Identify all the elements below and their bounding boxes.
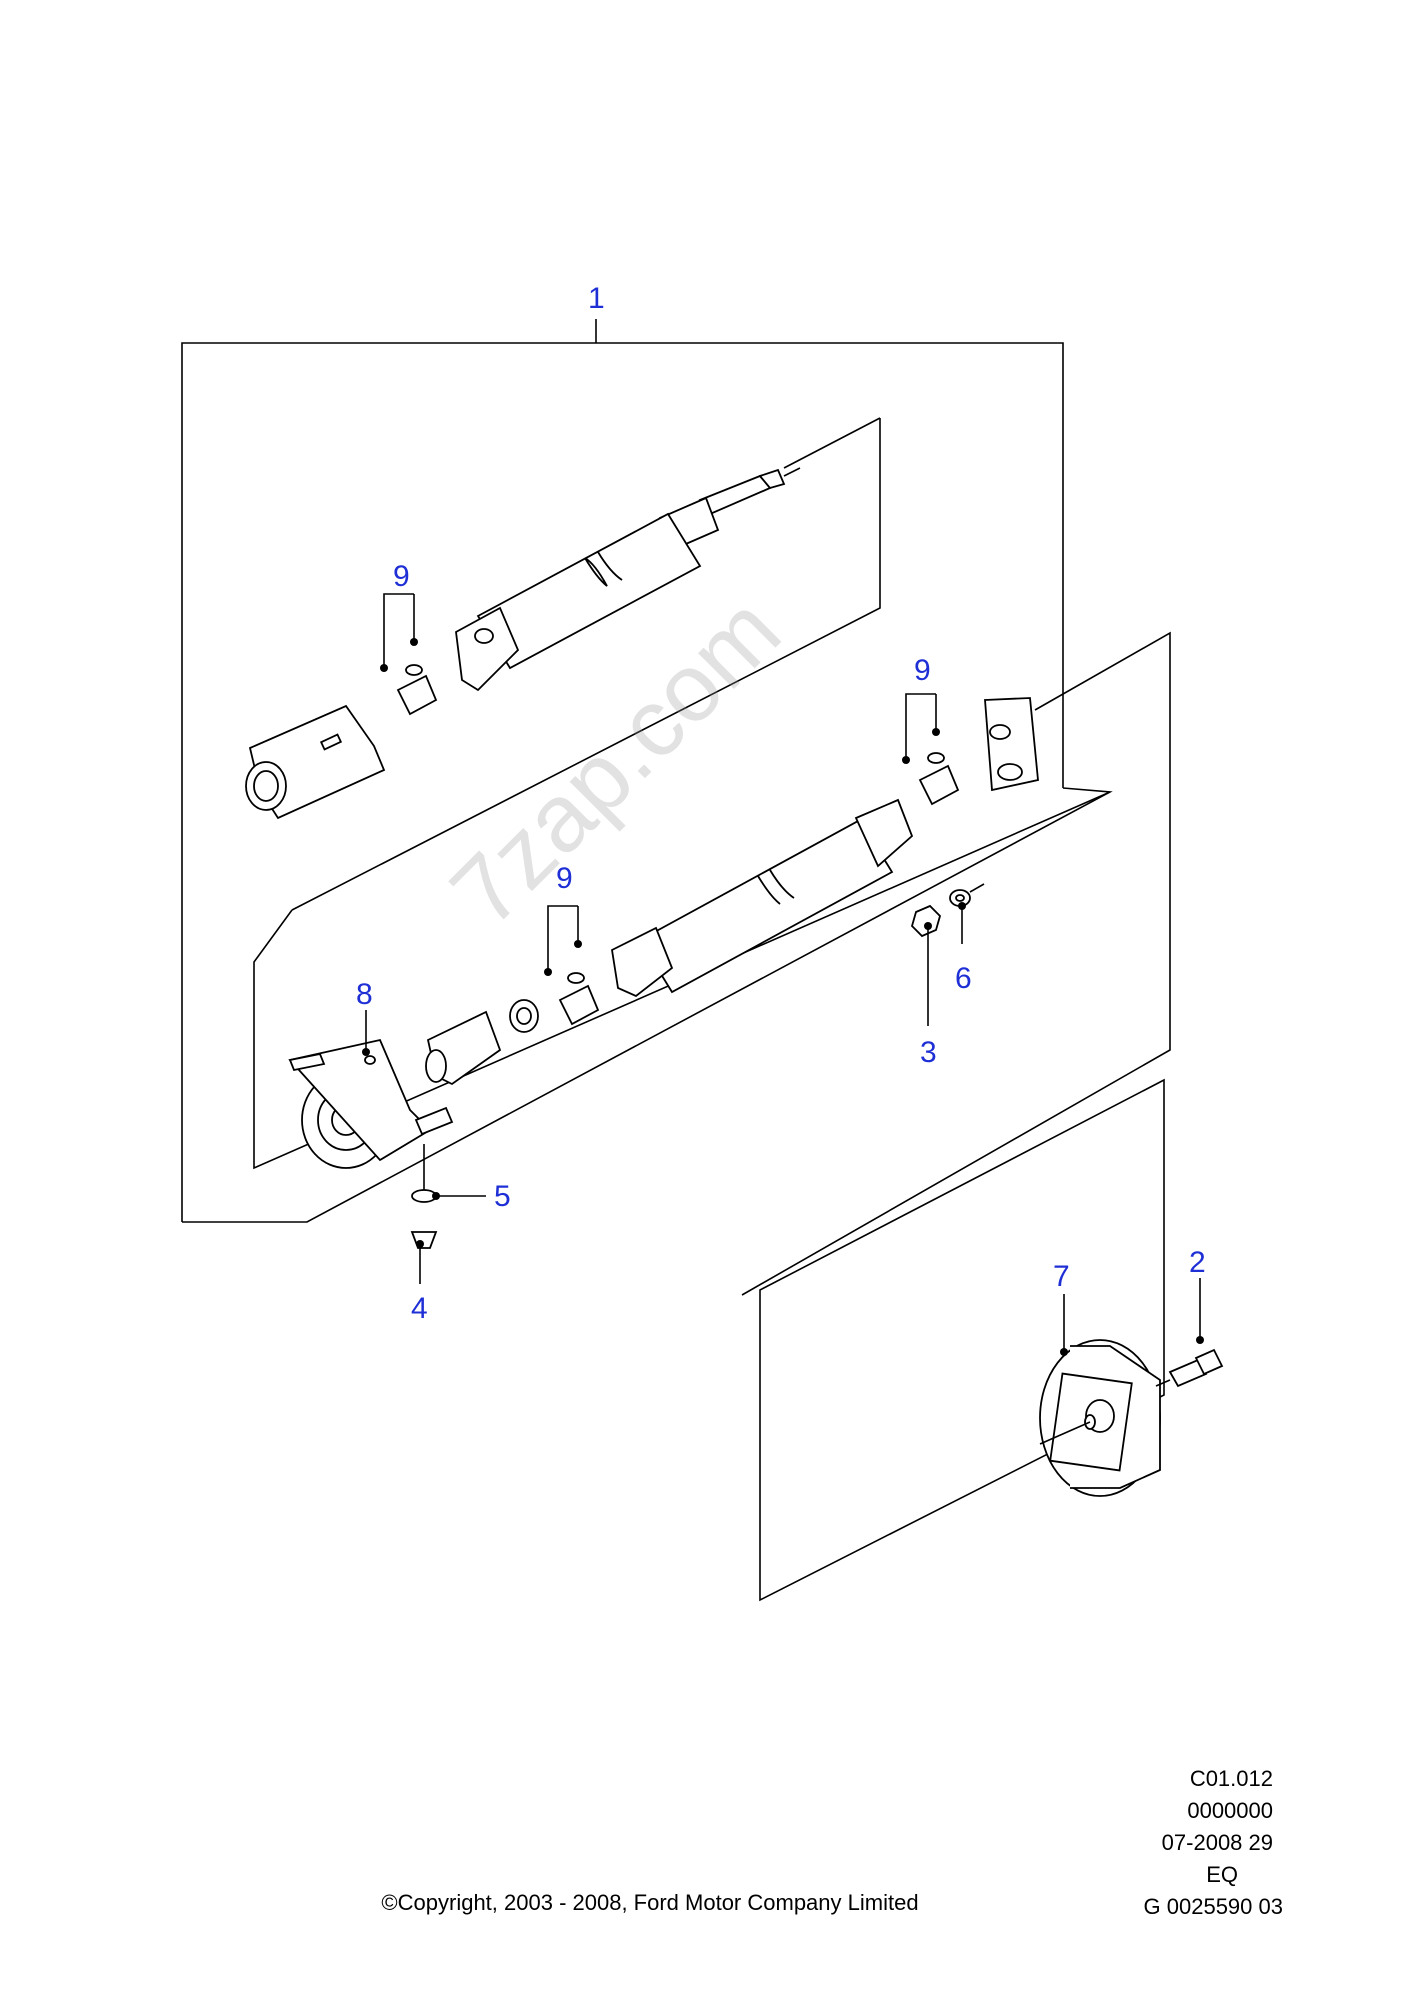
callout-9-centre[interactable]: 9 [556,862,573,895]
callout-1[interactable]: 1 [588,282,605,315]
callout-8[interactable]: 8 [356,978,373,1011]
callout-3[interactable]: 3 [920,1036,937,1069]
ref-line-5: G 0025590 03 [1143,1894,1283,1919]
copyright-notice: ©Copyright, 2003 - 2008, Ford Motor Comp… [381,1890,919,1915]
callout-9-upper[interactable]: 9 [393,560,410,593]
ref-line-4: EQ [1206,1862,1238,1887]
upper-shaft-panel [291,417,881,911]
rear-propshaft [288,697,1039,1249]
callout-6[interactable]: 6 [955,962,972,995]
damper-panel [759,1078,1165,1602]
callout-4[interactable]: 4 [411,1292,428,1325]
callout-labels: 1 9 9 9 8 6 3 5 4 7 2 [356,282,1206,1325]
ref-line-2: 0000000 [1187,1798,1273,1823]
ref-line-3: 07-2008 29 [1161,1830,1273,1855]
damper [1039,1339,1224,1497]
callout-7[interactable]: 7 [1053,1260,1070,1293]
callout-leaders [362,593,1204,1356]
callout-2[interactable]: 2 [1189,1246,1206,1279]
callout-5[interactable]: 5 [494,1180,511,1213]
callout-9-right[interactable]: 9 [914,654,931,687]
assembly-bracket [181,319,1113,1223]
ref-line-1: C01.012 [1189,1766,1273,1791]
upper-propshaft [245,467,801,820]
